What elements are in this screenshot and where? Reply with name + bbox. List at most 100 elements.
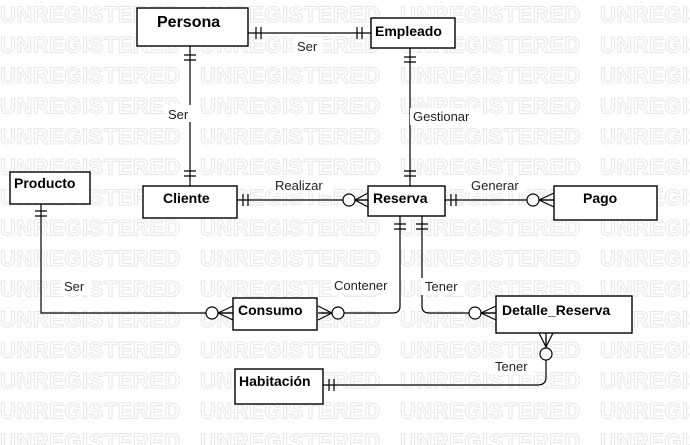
watermark-text: UNREGISTERED bbox=[400, 338, 581, 363]
one-mark-reserva-tener bbox=[416, 223, 428, 230]
entity-label-persona: Persona bbox=[157, 14, 220, 31]
cardinality-markers bbox=[35, 27, 555, 391]
entity-box-consumo bbox=[232, 297, 318, 331]
entity-box-empleado bbox=[370, 17, 456, 49]
watermark-text: UNREGISTERED bbox=[600, 33, 690, 58]
one-mark-empleado-side bbox=[356, 27, 363, 39]
one-mark-cliente-top bbox=[184, 170, 196, 177]
watermark-text: UNREGISTERED bbox=[400, 216, 581, 241]
crow-foot-tener-detalle bbox=[480, 305, 497, 321]
watermark-text: UNREGISTERED bbox=[200, 94, 381, 119]
entity-box-cliente bbox=[142, 185, 238, 219]
entity-box-producto bbox=[9, 171, 91, 205]
watermark-text: UNREGISTERED bbox=[600, 246, 690, 271]
watermark-text: UNREGISTERED bbox=[600, 399, 690, 424]
relationship-labels: Ser Ser Gestionar Realizar Generar Ser C… bbox=[61, 37, 535, 375]
entity-label-consumo: Consumo bbox=[238, 302, 303, 318]
watermark-text: UNREGISTERED bbox=[200, 338, 381, 363]
label-bg-tener-habitacion bbox=[491, 358, 535, 375]
crow-foot-detalle-bottom bbox=[538, 332, 554, 348]
watermark-text: UNREGISTERED bbox=[0, 216, 181, 241]
one-mark-persona-side bbox=[255, 27, 262, 39]
one-mark-persona-bottom bbox=[184, 54, 196, 61]
one-mark-reserva-top bbox=[404, 170, 416, 177]
watermark-text: UNREGISTERED bbox=[0, 399, 181, 424]
label-bg-generar bbox=[467, 176, 527, 193]
watermark-text: UNREGISTERED bbox=[600, 63, 690, 88]
zero-ring-tener-habitacion bbox=[539, 347, 553, 361]
watermark-text: UNREGISTERED bbox=[400, 63, 581, 88]
entity-label-habitacion: Habitación bbox=[239, 373, 311, 389]
zero-ring-ser-consumo bbox=[205, 306, 219, 320]
watermark-text: UNREGISTERED bbox=[200, 155, 381, 180]
label-bg-ser-cliente bbox=[165, 105, 195, 122]
label-bg-realizar bbox=[272, 176, 332, 193]
watermark-text: UNREGISTERED bbox=[0, 63, 181, 88]
entity-box-pago bbox=[553, 185, 658, 221]
watermark-text: UNREGISTERED bbox=[200, 246, 381, 271]
relation-label-reserva-pago: Generar bbox=[471, 178, 519, 193]
label-bg-gestionar bbox=[410, 108, 482, 125]
entity-label-detalle-reserva: Detalle_Reserva bbox=[502, 302, 610, 318]
watermark-text: UNREGISTERED bbox=[400, 429, 581, 445]
relation-label-cliente-reserva: Realizar bbox=[275, 178, 323, 193]
watermark-text: UNREGISTERED bbox=[400, 155, 581, 180]
one-mark-producto-bottom bbox=[35, 210, 47, 217]
entity-label-empleado: Empleado bbox=[375, 23, 442, 39]
watermark-text: UNREGISTERED bbox=[0, 124, 181, 149]
watermark-text: UNREGISTERED bbox=[600, 429, 690, 445]
watermark-text: UNREGISTERED bbox=[600, 338, 690, 363]
entity-cliente[interactable]: Cliente bbox=[142, 185, 238, 219]
entity-label-producto: Producto bbox=[14, 175, 75, 191]
watermark-text: UNREGISTERED bbox=[400, 368, 581, 393]
crow-foot-contener bbox=[317, 305, 333, 321]
watermark-text: UNREGISTERED bbox=[600, 155, 690, 180]
relation-label-empleado-reserva: Gestionar bbox=[413, 109, 470, 124]
entity-box-habitacion bbox=[234, 368, 324, 405]
label-bg-ser-empleado bbox=[293, 37, 323, 54]
one-mark-reserva-right bbox=[450, 194, 457, 206]
crow-foot-generar bbox=[538, 192, 555, 208]
watermark-text: UNREGISTERED bbox=[0, 307, 181, 332]
relation-label-reserva-detalle: Tener bbox=[425, 279, 458, 294]
entity-producto[interactable]: Producto bbox=[9, 171, 91, 205]
watermark-text: UNREGISTERED bbox=[0, 338, 181, 363]
entity-persona[interactable]: Persona bbox=[136, 7, 249, 47]
watermark-text: UNREGISTERED bbox=[0, 368, 181, 393]
relationship-lines bbox=[40, 32, 554, 386]
entities: Persona Empleado Producto Cliente Reserv… bbox=[9, 7, 658, 405]
watermark-text: UNREGISTERED bbox=[400, 246, 581, 271]
watermark-text: UNREGISTERED bbox=[200, 63, 381, 88]
line-detalle-habitacion bbox=[323, 337, 547, 386]
entity-box-reserva bbox=[367, 185, 446, 217]
entity-box-persona bbox=[136, 7, 249, 47]
entity-box-detalle-reserva bbox=[495, 295, 633, 334]
entity-consumo[interactable]: Consumo bbox=[232, 297, 318, 331]
entity-label-cliente: Cliente bbox=[163, 190, 210, 206]
line-reserva-detalle bbox=[421, 216, 495, 314]
watermark-text: UNREGISTERED bbox=[200, 124, 381, 149]
entity-empleado[interactable]: Empleado bbox=[370, 17, 456, 49]
entity-label-reserva: Reserva bbox=[373, 190, 428, 206]
line-producto-consumo bbox=[40, 204, 233, 314]
entity-reserva[interactable]: Reserva bbox=[367, 185, 446, 217]
label-bg-tener-detalle bbox=[421, 278, 465, 295]
one-mark-empleado-bottom bbox=[404, 56, 416, 63]
watermark-text: UNREGISTERED bbox=[600, 368, 690, 393]
relation-label-producto-consumo: Ser bbox=[64, 279, 85, 294]
watermark-text: UNREGISTERED bbox=[0, 429, 181, 445]
watermark-text: UNREGISTERED bbox=[0, 94, 181, 119]
relation-label-reserva-consumo: Contener bbox=[334, 278, 388, 293]
line-reserva-consumo bbox=[321, 216, 401, 314]
watermark-text: UNREGISTERED bbox=[400, 399, 581, 424]
label-bg-contener bbox=[331, 277, 399, 294]
entity-detalle-reserva[interactable]: Detalle_Reserva bbox=[495, 295, 633, 334]
relation-label-persona-cliente: Ser bbox=[168, 107, 189, 122]
one-mark-habitacion-right bbox=[328, 379, 335, 391]
watermark-text: UNREGISTERED bbox=[600, 124, 690, 149]
watermark-text: UNREGISTERED bbox=[600, 94, 690, 119]
entity-habitacion[interactable]: Habitación bbox=[234, 368, 324, 405]
entity-pago[interactable]: Pago bbox=[553, 185, 658, 221]
watermark-text: UNREGISTERED bbox=[600, 2, 690, 27]
